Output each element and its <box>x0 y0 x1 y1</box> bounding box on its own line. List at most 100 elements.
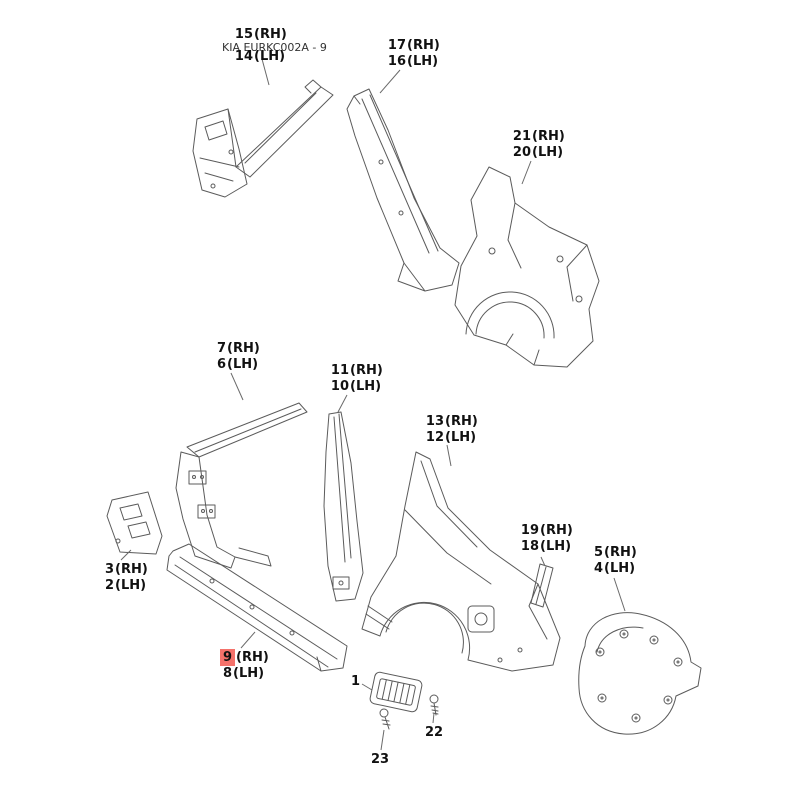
part-number-text: 22 <box>425 725 444 740</box>
side-indicator-lh: (LH) <box>604 561 636 576</box>
part-row-lh: 2 (LH) <box>102 578 148 594</box>
part-number-rh: 7 <box>214 341 226 357</box>
diagram-code: KIA EURKC002A - 9 <box>222 41 327 54</box>
part-label-23[interactable]: 23 <box>371 752 390 768</box>
part-number-text: 13 <box>425 414 444 429</box>
part-number-text: 2 <box>104 578 114 593</box>
side-indicator-rh: (RH) <box>540 523 573 538</box>
side-indicator-rh: (RH) <box>236 650 269 665</box>
part-row-rh: 5 (RH) <box>591 545 637 561</box>
part-number-text: 21 <box>512 129 531 144</box>
part-drawing-11-10 <box>323 411 364 602</box>
part-row-lh: 4 (LH) <box>591 561 637 577</box>
part-row-rh: 7 (RH) <box>214 341 260 357</box>
part-label-17-16[interactable]: 17 (RH) 16 (LH) <box>386 38 440 70</box>
side-indicator-rh: (RH) <box>532 129 565 144</box>
part-number-text: 23 <box>371 752 390 767</box>
part-number-text: 1 <box>351 674 361 689</box>
part-number-lh: 18 <box>519 539 539 555</box>
part-number-text: 14 <box>234 49 253 64</box>
side-indicator-rh: (RH) <box>115 562 148 577</box>
part-label-9-8[interactable]: 9 (RH) 8 (LH) <box>220 649 269 682</box>
part-label-1[interactable]: 1 <box>351 674 361 690</box>
part-number-text: 19 <box>520 523 539 538</box>
side-indicator-lh: (LH) <box>115 578 147 593</box>
side-indicator-rh: (RH) <box>445 414 478 429</box>
part-number-text: 16 <box>387 54 406 69</box>
part-label-19-18[interactable]: 19 (RH) 18 (LH) <box>519 523 573 555</box>
part-number-text: 4 <box>593 561 603 576</box>
part-number-text: 20 <box>512 145 531 160</box>
part-drawing-17-16 <box>346 88 460 292</box>
side-indicator-lh: (LH) <box>350 379 382 394</box>
part-number-rh: 9 <box>220 649 236 666</box>
part-number-rh: 15 <box>233 27 253 43</box>
part-number-text: 8 <box>222 666 232 681</box>
part-drawing-9-8 <box>166 543 348 672</box>
part-row-lh: 18 (LH) <box>519 539 573 555</box>
part-number-lh: 10 <box>329 379 349 395</box>
side-indicator-rh: (RH) <box>407 38 440 53</box>
part-number-rh: 3 <box>102 562 114 578</box>
part-label-7-6[interactable]: 7 (RH) 6 (LH) <box>214 341 260 373</box>
part-number-lh: 2 <box>102 578 114 594</box>
part-number-text: 10 <box>330 379 349 394</box>
part-row-rh: 15 (RH) <box>233 27 287 43</box>
part-number-lh: 6 <box>214 357 226 373</box>
side-indicator-rh: (RH) <box>350 363 383 378</box>
side-indicator-rh: (RH) <box>604 545 637 560</box>
part-row-lh: 8 (LH) <box>220 666 269 682</box>
part-number-text: 5 <box>593 545 603 560</box>
part-label-3-2[interactable]: 3 (RH) 2 (LH) <box>102 562 148 594</box>
part-label-5-4[interactable]: 5 (RH) 4 (LH) <box>591 545 637 577</box>
part-row-lh: 6 (LH) <box>214 357 260 373</box>
part-row-rh: 11 (RH) <box>329 363 383 379</box>
part-number-rh: 11 <box>329 363 349 379</box>
part-drawing-19-18 <box>530 563 554 608</box>
part-label-21-20[interactable]: 21 (RH) 20 (LH) <box>511 129 565 161</box>
part-number-lh: 20 <box>511 145 531 161</box>
side-indicator-lh: (LH) <box>445 430 477 445</box>
part-number-text: 7 <box>216 341 226 356</box>
part-row-rh: 3 (RH) <box>102 562 148 578</box>
part-number-text: 12 <box>425 430 444 445</box>
part-row-rh: 21 (RH) <box>511 129 565 145</box>
side-indicator-lh: (LH) <box>540 539 572 554</box>
side-indicator-lh: (LH) <box>227 357 259 372</box>
part-row-rh: 17 (RH) <box>386 38 440 54</box>
part-row-lh: 10 (LH) <box>329 379 383 395</box>
part-drawing-22-screw <box>429 694 439 716</box>
part-row-lh: 20 (LH) <box>511 145 565 161</box>
part-label-22[interactable]: 22 <box>425 725 444 741</box>
part-number-text: 6 <box>216 357 226 372</box>
part-label-11-10[interactable]: 11 (RH) 10 (LH) <box>329 363 383 395</box>
part-row-lh: 12 (LH) <box>424 430 478 446</box>
part-number-text: 17 <box>387 38 406 53</box>
side-indicator-lh: (LH) <box>407 54 439 69</box>
part-number-rh: 21 <box>511 129 531 145</box>
part-number-lh: 4 <box>591 561 603 577</box>
part-drawing-5-4 <box>578 612 702 735</box>
part-number-rh: 17 <box>386 38 406 54</box>
part-number-rh: 5 <box>591 545 603 561</box>
part-number: 23 <box>371 752 389 768</box>
part-drawing-3-2 <box>106 491 163 555</box>
part-drawing-15-14 <box>192 79 334 198</box>
part-number-lh: 14 <box>233 49 253 65</box>
part-row-lh: 16 (LH) <box>386 54 440 70</box>
side-indicator-lh: (LH) <box>254 49 286 64</box>
part-number-text: 18 <box>520 539 539 554</box>
part-row-rh: 13 (RH) <box>424 414 478 430</box>
part-number-text: 11 <box>330 363 349 378</box>
side-indicator-lh: (LH) <box>233 666 265 681</box>
part-label-15-14[interactable]: 15 (RH) 14 (LH) <box>233 27 287 65</box>
part-drawing-13-12 <box>361 451 561 672</box>
highlighted-part-number: 9 <box>220 649 236 666</box>
part-drawing-23-screw <box>379 708 391 730</box>
part-number-rh: 13 <box>424 414 444 430</box>
part-row-rh: 9 (RH) <box>220 649 269 666</box>
leader-lines <box>120 58 626 751</box>
part-label-13-12[interactable]: 13 (RH) 12 (LH) <box>424 414 478 446</box>
